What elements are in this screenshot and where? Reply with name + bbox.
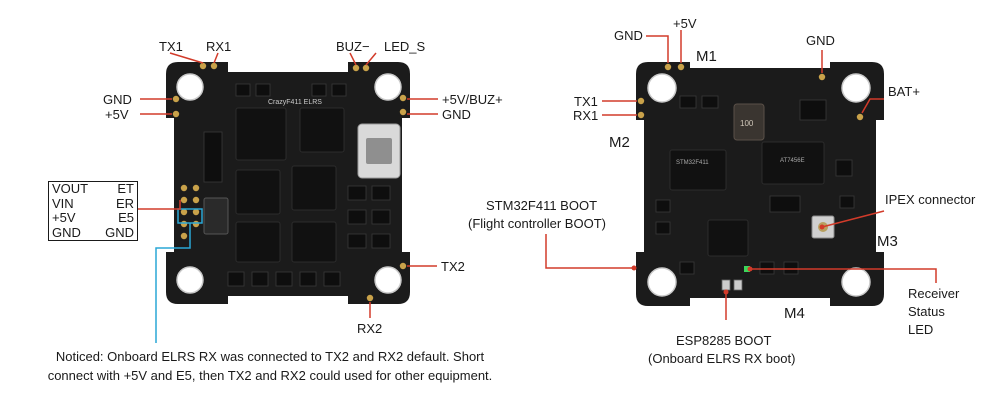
pin-right: ER [115, 195, 134, 211]
label-led-s: LED_S [384, 39, 426, 54]
mcu-chip-marking: STM32F411 [676, 160, 709, 166]
label-rx2: RX2 [357, 321, 382, 336]
right-board-labels: GND +5V M1 GND BAT+ TX1 RX1 M2 STM32F411… [468, 16, 976, 366]
mount-hole-m2-bottom-left [647, 267, 677, 297]
left-board-labels: TX1 RX1 BUZ− LED_S GND +5V +5V/BUZ+ GND … [103, 39, 503, 336]
label-led: LED [908, 322, 933, 337]
label-5v-buz: +5V/BUZ+ [442, 92, 503, 107]
label-esp-boot-2: (Onboard ELRS RX boot) [648, 351, 795, 366]
mount-hole-top-left [176, 73, 204, 101]
left-flight-controller-board: CrazyF411 ELRS [166, 62, 410, 304]
label-tx1-right: TX1 [574, 94, 598, 109]
osd-chip [761, 141, 825, 185]
label-bat-plus: BAT+ [888, 84, 920, 99]
label-gnd-left: GND [103, 92, 132, 107]
mount-hole-gnd-top-right [841, 73, 871, 103]
mount-hole-m4-bottom-right [841, 267, 871, 297]
pin-left: +5V [52, 210, 76, 225]
label-buz-minus: BUZ− [336, 39, 370, 54]
receiver-status-led [744, 266, 750, 272]
label-stm-boot-2: (Flight controller BOOT) [468, 216, 606, 231]
pin-left: VIN [52, 195, 74, 211]
label-stm-boot-1: STM32F411 BOOT [486, 198, 597, 213]
inductor [733, 103, 765, 141]
left-board-callouts [138, 52, 438, 343]
notice-line-1: Noticed: Onboard ELRS RX was connected t… [55, 349, 485, 364]
pin-right: GND [105, 224, 134, 240]
right-flight-controller-board: 100 STM32F411 AT7456E [636, 62, 884, 306]
svg-text:100: 100 [740, 119, 754, 128]
label-tx2: TX2 [441, 259, 465, 274]
mount-hole-top-right [374, 73, 402, 101]
label-gnd-top-left: GND [614, 28, 643, 43]
board-name-silkscreen: CrazyF411 ELRS [268, 99, 322, 106]
receiver-module [203, 197, 229, 235]
pin-right: E5 [118, 210, 134, 225]
label-rx1: RX1 [206, 39, 231, 54]
esp-boot-button [721, 279, 731, 291]
label-5v-top: +5V [673, 16, 697, 31]
osd-chip-marking: AT7456E [780, 158, 805, 164]
mount-hole-m1 [647, 73, 677, 103]
label-ipex: IPEX connector [885, 192, 976, 207]
mount-hole-bottom-right [374, 266, 402, 294]
notice-line-2: connect with +5V and E5, then TX2 and RX… [47, 368, 493, 383]
right-board-callouts [545, 30, 937, 320]
pin-row: VOUT ET [52, 181, 134, 197]
mcu-chip [669, 149, 727, 191]
label-rx1-right: RX1 [573, 108, 598, 123]
pin-right: ET [117, 181, 134, 196]
label-m1: M1 [696, 48, 717, 65]
label-tx1: TX1 [159, 39, 183, 54]
mount-hole-bottom-left [176, 266, 204, 294]
label-m3: M3 [877, 233, 898, 250]
pin-left: VOUT [52, 181, 89, 196]
pin-row: VIN ER [52, 195, 134, 212]
pin-left: GND [52, 224, 81, 240]
label-esp-boot-1: ESP8285 BOOT [676, 333, 771, 348]
label-status: Status [908, 304, 945, 319]
label-5v-left: +5V [105, 107, 129, 122]
label-gnd-top-right: GND [806, 33, 835, 48]
esp8285-chip [707, 219, 749, 257]
pin-row: +5V E5 [52, 210, 134, 226]
label-m2: M2 [609, 134, 630, 151]
label-receiver: Receiver [908, 286, 960, 301]
label-m4: M4 [784, 305, 805, 322]
label-gnd-right: GND [442, 107, 471, 122]
pin-row: GND GND [52, 224, 134, 241]
pin-mapping-table: VOUT ET VIN ER +5V E5 GND GND [48, 181, 138, 241]
